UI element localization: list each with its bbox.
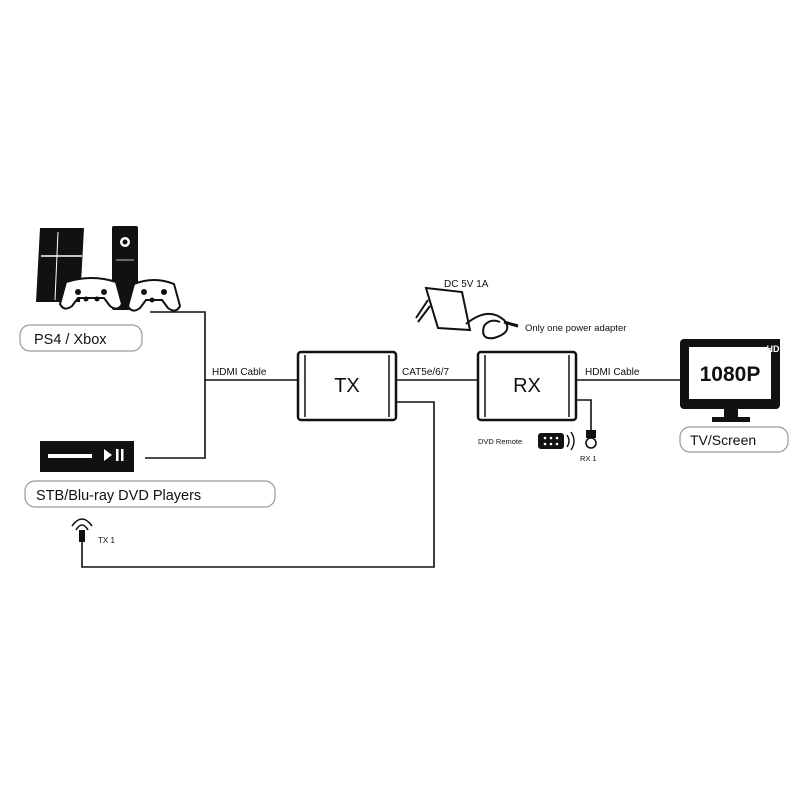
- player-label: STB/Blu-ray DVD Players: [24, 480, 276, 508]
- tx1-label: TX 1: [98, 536, 115, 545]
- tx-box-label: TX: [334, 375, 360, 397]
- rx-ir-line: [576, 399, 592, 430]
- tx-ir-line: [81, 401, 435, 568]
- tv-label: TV/Screen: [679, 426, 789, 453]
- dvd-remote-label: DVD Remote: [478, 437, 522, 446]
- player-to-tx-line: [145, 380, 206, 459]
- dvd-player-icon: [40, 441, 134, 472]
- cat-cable-label: CAT5e/6/7: [402, 367, 449, 378]
- power-note-label: Only one power adapter: [525, 323, 626, 334]
- tv-icon: 1080P HD: [680, 339, 780, 422]
- ps-controller-icon: [58, 277, 124, 310]
- rx-box-label: RX: [513, 375, 541, 397]
- rx1-label: RX 1: [580, 454, 597, 463]
- tx-box: TX: [296, 350, 398, 422]
- console-label-text: PS4 / Xbox: [34, 332, 107, 348]
- xbox-controller-icon: [126, 279, 182, 312]
- player-label-text: STB/Blu-ray DVD Players: [36, 488, 201, 504]
- power-adapter-icon: [415, 286, 519, 340]
- console-to-tx-line: [150, 311, 298, 381]
- rx-box: RX: [476, 350, 578, 422]
- tv-resolution-text: 1080P: [700, 363, 761, 386]
- rx1-ir-receiver-icon: [585, 430, 597, 449]
- hdmi-out-label: HDMI Cable: [585, 367, 640, 378]
- console-label: PS4 / Xbox: [19, 324, 143, 352]
- power-spec-label: DC 5V 1A: [444, 279, 489, 290]
- tv-hd-badge: HD: [767, 344, 780, 354]
- connection-lines: [81, 311, 680, 568]
- dvd-remote-icon: [538, 431, 575, 451]
- tv-label-text: TV/Screen: [690, 432, 756, 448]
- hdmi-in-label: HDMI Cable: [212, 367, 267, 378]
- tx1-ir-emitter-icon: [71, 518, 93, 542]
